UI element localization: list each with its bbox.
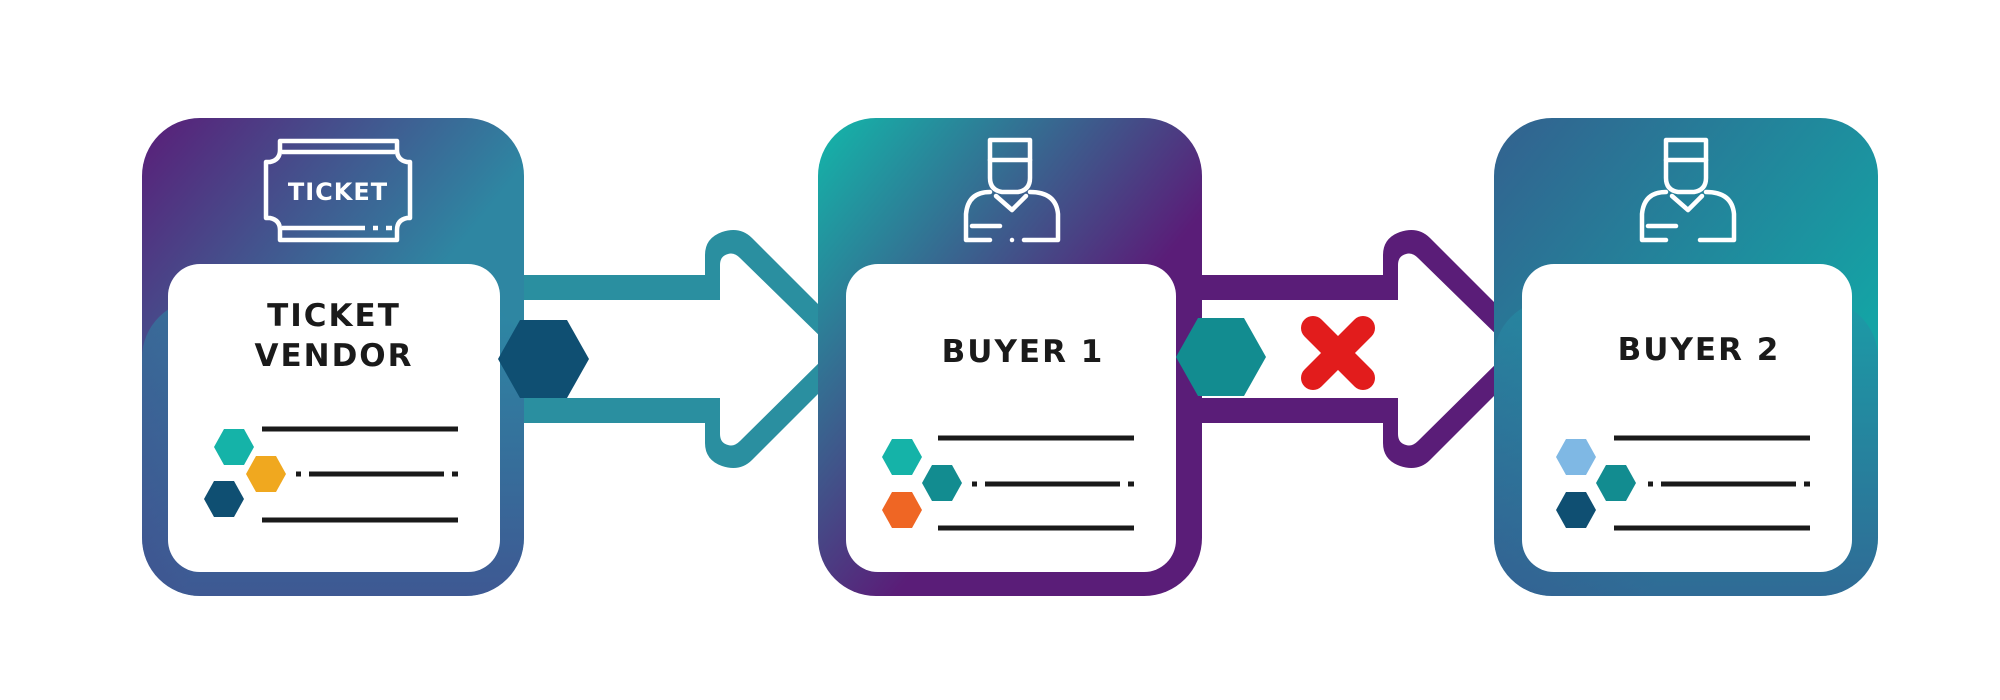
transfer-arrow-1 [505,230,853,468]
node-label-buyer-1: BUYER 1 [898,332,1148,372]
attribute-hexagon-navy [1556,492,1596,528]
node-ticket-vendor: TICKET [142,118,524,596]
attribute-hexagon-navy [204,481,244,517]
red-x-icon [1301,316,1375,390]
transfer-token-navy-hexagon [498,320,589,398]
attribute-lines [1614,435,1810,531]
node-label-line: BUYER 2 [1617,332,1781,368]
person-icon [963,137,1061,243]
attribute-hexagon-teal [214,429,254,465]
attribute-hexagon-teal [882,439,922,475]
node-buyer-1 [818,118,1202,596]
attribute-lines [262,426,458,523]
node-label-buyer-2: BUYER 2 [1574,330,1824,370]
node-label-line: VENDOR [254,338,414,374]
attribute-hexagon-dark-teal [1596,465,1636,501]
node-label-line: TICKET [267,298,401,334]
ticket-icon [263,138,413,243]
node-label-line: BUYER 1 [941,334,1105,370]
ticket-icon-text: TICKET [288,178,388,206]
transfer-token-teal-hexagon [1176,318,1266,396]
node-label-ticket-vendor: TICKET VENDOR [214,296,454,376]
node-buyer-2 [1494,118,1878,596]
attribute-hexagon-orange [882,492,922,528]
attribute-hexagon-yellow [246,456,286,492]
attribute-hexagon-light-blue [1556,439,1596,475]
attribute-lines [938,435,1134,531]
attribute-hexagon-dark-teal [922,465,962,501]
person-icon [1639,137,1737,243]
